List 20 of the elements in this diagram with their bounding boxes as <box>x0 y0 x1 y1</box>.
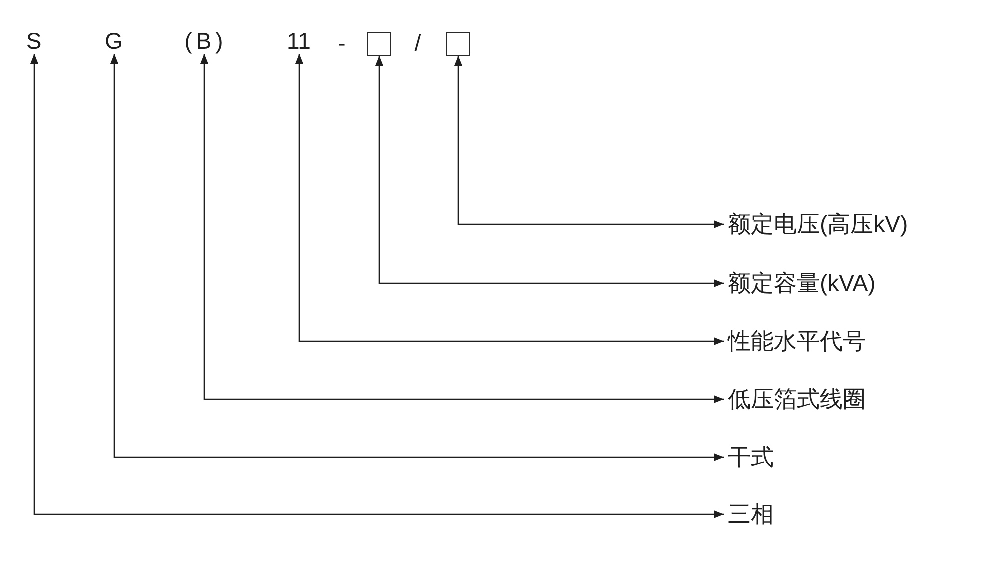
code-letter: S <box>23 28 45 54</box>
arrow <box>200 54 724 404</box>
description-label: 额定电压(高压kV) <box>728 210 908 238</box>
placeholder-square <box>446 32 470 56</box>
arrow <box>454 56 724 228</box>
placeholder-square <box>367 32 391 56</box>
description-label: 额定容量(kVA) <box>728 269 876 297</box>
arrow <box>30 54 724 518</box>
arrow <box>110 54 724 462</box>
code-letter: G <box>102 28 126 54</box>
description-label: 三相 <box>728 500 774 528</box>
separator-symbol: / <box>414 30 422 56</box>
description-label: 低压箔式线圈 <box>728 385 866 413</box>
code-number: 11 <box>285 28 313 54</box>
description-label: 性能水平代号 <box>728 327 866 355</box>
arrow <box>376 56 724 288</box>
description-label: 干式 <box>728 443 774 471</box>
separator-symbol: - <box>337 30 347 56</box>
code-letter: (B) <box>179 28 229 54</box>
arrow <box>296 54 724 346</box>
